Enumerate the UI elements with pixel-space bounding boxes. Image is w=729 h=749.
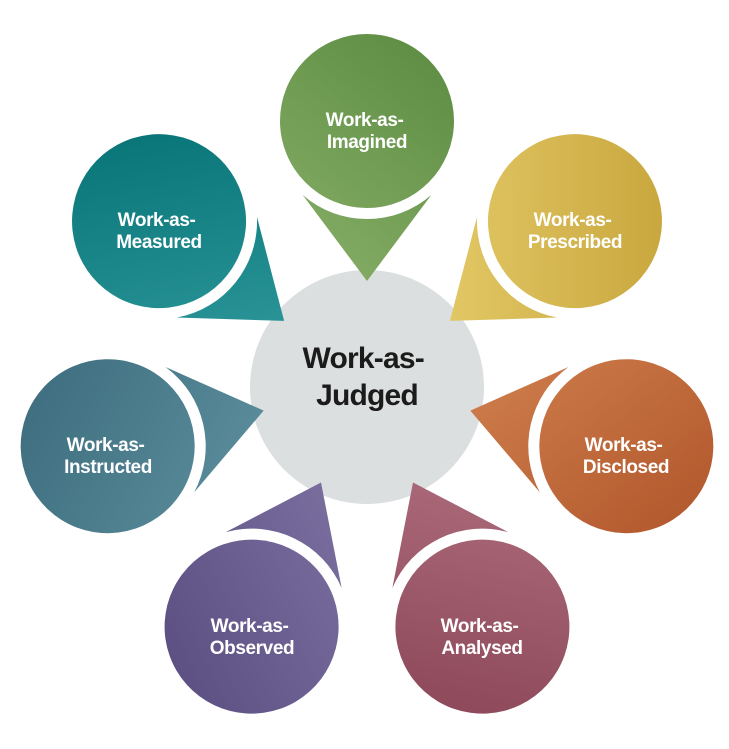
petal-measured (72, 134, 285, 321)
petal-label-line2: Disclosed (583, 457, 669, 478)
petal-label-imagined: Work-as- Imagined (326, 110, 409, 153)
arrow-to-center-icon (470, 367, 569, 493)
petal-label-line1: Work-as- (211, 616, 289, 637)
petal-imagined (280, 34, 454, 281)
petal-label-line1: Work-as- (441, 616, 519, 637)
petal-label-line2: Prescribed (528, 232, 622, 253)
petal-circle (487, 134, 662, 309)
petal-circle (395, 539, 570, 714)
petal-label-line2: Observed (210, 638, 294, 659)
petal-label-disclosed: Work-as- Disclosed (583, 435, 669, 478)
petal-label-line1: Work-as- (67, 435, 145, 456)
petal-label-prescribed: Work-as- Prescribed (528, 210, 622, 253)
arrow-to-center-icon (392, 482, 509, 588)
petal-instructed (20, 359, 264, 534)
petal-label-analysed: Work-as- Analysed (441, 616, 524, 659)
arrow-to-center-icon (165, 367, 264, 493)
petal-analysed (392, 482, 570, 714)
hub-label-line1: Work-as- (303, 342, 424, 375)
petal-label-observed: Work-as- Observed (210, 616, 294, 659)
hub-label: Work-as- Judged (303, 342, 432, 412)
petal-label-line1: Work-as- (534, 210, 612, 231)
petal-label-instructed: Work-as- Instructed (64, 435, 152, 478)
arrow-to-center-icon (176, 217, 285, 321)
petal-label-line1: Work-as- (326, 110, 404, 131)
petal-label-line2: Instructed (64, 457, 152, 478)
petal-circle (164, 539, 339, 714)
hub-label-line2: Judged (316, 379, 418, 412)
petal-circle (539, 359, 714, 534)
petal-label-measured: Work-as- Measured (116, 210, 202, 253)
petal-label-line2: Imagined (327, 132, 407, 153)
petal-circle (72, 134, 247, 309)
arrow-to-center-icon (449, 217, 558, 321)
petal-circle (20, 359, 195, 534)
hub-circle (250, 270, 484, 504)
petal-observed (164, 482, 342, 714)
petal-disclosed (470, 359, 714, 534)
petal-label-line1: Work-as- (585, 435, 663, 456)
petal-prescribed (449, 134, 662, 321)
petal-label-line2: Analysed (441, 638, 522, 659)
petal-label-line1: Work-as- (118, 210, 196, 231)
arrow-to-center-icon (225, 482, 342, 588)
petal-label-line2: Measured (116, 232, 202, 253)
petal-circle (280, 34, 454, 208)
arrow-to-center-icon (302, 195, 432, 281)
